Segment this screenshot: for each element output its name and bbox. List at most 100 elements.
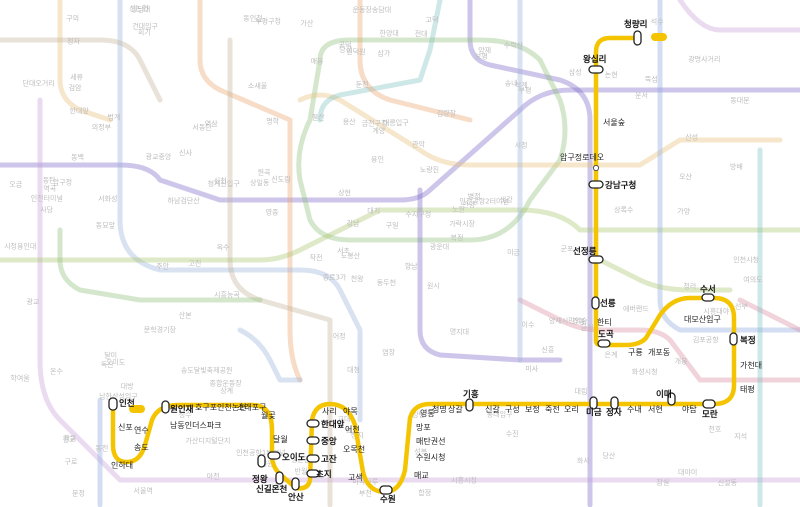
label-eocheon: 어천 (345, 424, 360, 434)
suin-bundang-line (110, 35, 737, 495)
background-station-label: 김포공항 (693, 335, 719, 344)
background-station-label: 오이도 (106, 358, 126, 367)
station-suwon[interactable] (379, 485, 393, 495)
station-bokjeong[interactable] (729, 332, 738, 346)
station-suseo[interactable] (701, 293, 715, 302)
background-station-label: 산성 (685, 133, 698, 142)
background-station-label: 운동장송담대 (353, 5, 392, 14)
background-station-label: 고덕 (426, 15, 439, 24)
station-woninjae[interactable] (161, 400, 170, 414)
label-giheung: 기흥 (463, 389, 479, 400)
label-yatap: 야탑 (682, 404, 697, 414)
label-dogok: 도곡 (598, 330, 614, 340)
background-station-label: 대림 (575, 387, 588, 395)
background-station-label: 대치 (367, 206, 380, 215)
background-station-label: 구일 (386, 221, 399, 230)
station-cheongnyangni[interactable] (633, 30, 642, 46)
background-station-label: 화성시청 (632, 367, 658, 376)
background-station-label: 서초 (337, 246, 350, 255)
station-giheung[interactable] (465, 398, 474, 412)
station-wangsimni[interactable] (588, 65, 604, 74)
background-station-label: 소새울 (248, 81, 268, 90)
background-station-label: 노원 (452, 204, 465, 213)
background-station-label: 안양 (462, 200, 475, 209)
background-station-label: 가산 (300, 19, 313, 28)
label-namdong: 남동인더스파크 (170, 420, 222, 430)
label-gureong: 구룡 (628, 348, 643, 357)
background-station-label: 수진 (506, 429, 519, 438)
background-station-label: 창동 (64, 435, 77, 443)
background-station-label: 개봉 (675, 357, 688, 366)
background-station-label: 옥수 (217, 243, 230, 251)
background-station-label: 동인천 (243, 14, 262, 23)
station-dogok[interactable] (597, 339, 611, 348)
background-station-label: 남한산성입구 (99, 392, 138, 401)
background-station-label: 성수 (179, 410, 192, 419)
station-hanyang_univ[interactable] (306, 419, 320, 428)
background-station-label: 가산디지털단지 (185, 436, 230, 445)
background-station-label: 원곡 (258, 167, 271, 176)
background-station-label: 인천터미널 (31, 194, 63, 203)
line-badges (129, 33, 667, 413)
station-oido[interactable] (267, 451, 281, 460)
label-gaepo_dong: 개포동 (648, 347, 670, 357)
label-gangnamgu_office: 강남구청 (605, 180, 636, 191)
label-sinpo: 신포 (118, 423, 133, 432)
background-station-label: 달미 (104, 350, 117, 359)
background-station-label: 시청용인대 (4, 242, 36, 251)
station-seonjeongneung[interactable] (588, 255, 604, 264)
label-singal: 신갈 (485, 405, 500, 414)
label-cheongnyangni: 청량리 (624, 19, 647, 30)
station-incheon[interactable] (108, 397, 118, 411)
station-jungang[interactable] (306, 436, 320, 445)
label-maetan: 매탄권선 (416, 436, 445, 446)
background-station-label: 뚝섬 (645, 74, 658, 83)
background-station-label: 상계 (220, 386, 233, 395)
station-singiloncheon[interactable] (275, 471, 284, 485)
background-station-label: 검암 (69, 84, 82, 92)
station-seolleung[interactable] (591, 296, 600, 310)
label-sunae: 수내 (627, 405, 642, 414)
background-station-label: 향남 (405, 261, 418, 270)
label-gosaek: 고색 (348, 472, 363, 482)
label-suseo: 수서 (700, 284, 716, 295)
station-jeongwang[interactable] (257, 454, 266, 468)
label-maegyo: 매교 (414, 471, 429, 480)
station-ansan[interactable] (291, 477, 300, 491)
background-station-label: 의왕 (346, 426, 359, 435)
background-station-label: 역삼 (205, 119, 218, 128)
background-station-label: 교대 (338, 415, 351, 423)
label-jungang: 중앙 (321, 436, 337, 447)
background-station-label: 용인 (371, 154, 384, 163)
station-moran[interactable] (702, 399, 716, 409)
station-jeongja[interactable] (610, 396, 619, 410)
background-station-label: 염창 (382, 348, 395, 356)
label-suwon: 수원 (380, 494, 396, 505)
background-station-label: 미금 (507, 247, 520, 256)
station-migeum[interactable] (589, 396, 598, 410)
label-bokjeong: 복정 (740, 335, 756, 346)
background-station-label: 동대문 (730, 97, 750, 105)
background-station-label: 한대앞 (70, 107, 90, 115)
station-gojan[interactable] (306, 454, 320, 463)
label-inha_univ: 인하대 (111, 460, 133, 470)
station-choji[interactable] (306, 469, 320, 478)
background-station-label: 부평 (519, 86, 532, 95)
background-station-label: 신설동 (718, 478, 738, 487)
background-station-label: 기흥 (268, 482, 281, 491)
background-station-label: 병점 (468, 191, 481, 200)
background-station-label: 종로3가 (323, 273, 347, 282)
label-suwon_cityhall: 수원시청 (416, 453, 445, 462)
station-labels: 청량리 왕십리 서울숲 압구정로데오 강남구청 선정릉 선릉 한티 도곡 구룡 … (111, 19, 762, 505)
background-station-label: 시청 (515, 142, 528, 150)
background-station-label: 서동탄 (192, 122, 212, 131)
station-gangnamgu_office[interactable] (588, 180, 604, 189)
label-jeongwang: 정왕 (252, 474, 268, 485)
background-station-label: 구의 (66, 13, 79, 22)
label-migeum: 미금 (586, 407, 602, 418)
station-apgujeong_rodeo[interactable] (592, 164, 600, 172)
label-sanggal: 상갈 (448, 404, 463, 414)
background-station-label: 서화성 (98, 194, 117, 203)
background-station-label: 신도림 (271, 175, 290, 184)
station-imae[interactable] (667, 392, 676, 406)
